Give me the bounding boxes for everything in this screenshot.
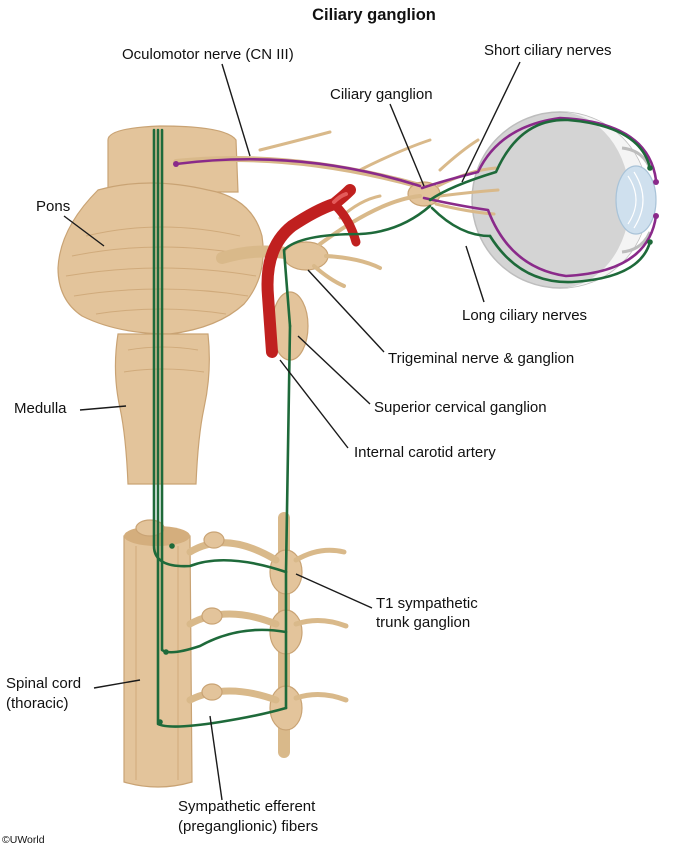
sympathetic-chain: [186, 512, 349, 758]
leader-lines: [63, 61, 521, 801]
label-trunk-ganglion: trunk ganglion: [376, 614, 470, 631]
pons-structure: [57, 182, 264, 335]
label-oculomotor-nerve: Oculomotor nerve (CN III): [122, 46, 294, 63]
internal-carotid-artery-structure: [261, 184, 361, 358]
label-sympathetic-efferent: Sympathetic efferent: [178, 798, 316, 815]
brainstem: [57, 125, 264, 485]
label-spinal-cord: Spinal cord: [6, 675, 81, 692]
sympathetic-pathway: [152, 118, 653, 728]
label-trigeminal-nerve-ganglion: Trigeminal nerve & ganglion: [388, 350, 574, 367]
label-t1-sympathetic: T1 sympathetic: [376, 595, 478, 612]
label-superior-cervical-ganglion: Superior cervical ganglion: [374, 399, 547, 416]
label-thoracic: (thoracic): [6, 695, 69, 712]
credit-text: ©UWorld: [2, 834, 45, 846]
label-preganglionic-fibers: (preganglionic) fibers: [178, 818, 318, 835]
labels: Oculomotor nerve (CN III) Short ciliary …: [2, 42, 612, 846]
diagram-title: Ciliary ganglion: [312, 6, 436, 24]
label-medulla: Medulla: [14, 400, 67, 417]
label-pons: Pons: [36, 198, 70, 215]
eyeball: [471, 111, 657, 289]
parasympathetic-pathway: [173, 116, 659, 278]
label-ciliary-ganglion: Ciliary ganglion: [330, 86, 433, 103]
label-short-ciliary-nerves: Short ciliary nerves: [484, 42, 612, 59]
label-internal-carotid-artery: Internal carotid artery: [354, 444, 496, 461]
label-long-ciliary-nerves: Long ciliary nerves: [462, 307, 587, 324]
